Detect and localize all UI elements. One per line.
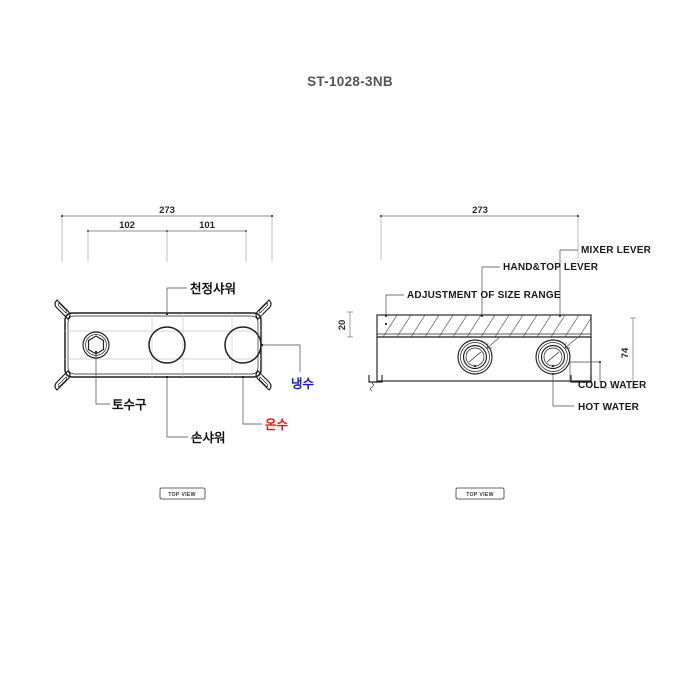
- dimension-20: [347, 311, 353, 338]
- hot-water-outlet-front: [535, 339, 571, 375]
- callout-adjustment-size-range: ADJUSTMENT OF SIZE RANGE: [407, 290, 561, 301]
- mounting-ear-top-left: [54, 299, 71, 320]
- mounting-ear-bottom-left: [54, 370, 71, 391]
- dim-label-102: 102: [119, 220, 135, 231]
- view-tag-label-left: TOP VIEW: [168, 492, 196, 498]
- leader-hand-shower: [165, 375, 188, 438]
- dimension-273-right: [380, 215, 579, 260]
- callout-cold-water-ko: 냉수: [291, 376, 315, 391]
- mounting-ear-top-right: [255, 299, 272, 320]
- right-view-group: [347, 215, 636, 500]
- base-foot-right: [570, 375, 592, 383]
- hot-water-port-plan: [224, 326, 262, 364]
- mounting-ear-bottom-right: [255, 370, 272, 391]
- leader-cold-water-front: [569, 361, 601, 382]
- callout-spout: 토수구: [112, 397, 147, 412]
- dimension-273-left: [61, 215, 273, 262]
- callout-hot-water-en: HOT WATER: [578, 402, 640, 413]
- leader-hot-water-front: [552, 373, 574, 407]
- hand-shower-port: [148, 326, 186, 364]
- leader-hand-top-lever: [481, 266, 500, 317]
- leader-spout: [94, 350, 110, 405]
- construction-lines-plan: [65, 313, 263, 377]
- view-tag-left: [159, 487, 206, 500]
- hand-shower-outlet-front: [457, 339, 493, 375]
- leader-adjustment-size-range: [385, 294, 404, 317]
- page-title: ST-1028-3NB: [307, 74, 393, 89]
- callout-cold-water-en: COLD WATER: [578, 380, 647, 391]
- valve-body-front-outline: [376, 336, 592, 382]
- leader-hot-water-plan: [241, 375, 262, 425]
- top-hatched-band: [376, 314, 592, 338]
- dim-label-74: 74: [620, 347, 631, 358]
- callout-hand-shower: 손샤워: [191, 430, 226, 445]
- dim-label-273-left: 273: [159, 205, 175, 216]
- leader-ceiling-shower: [165, 287, 187, 316]
- leader-cold-water-plan: [260, 343, 301, 372]
- dim-label-101: 101: [199, 220, 216, 231]
- dim-label-20: 20: [337, 320, 348, 331]
- left-view-group: [54, 215, 301, 500]
- leader-mixer-lever: [559, 249, 578, 317]
- valve-body-plan-outline: [64, 312, 262, 378]
- dim-label-273-right: 273: [472, 205, 488, 216]
- view-tag-label-right: TOP VIEW: [466, 492, 494, 498]
- callout-ceiling-shower: 천정샤워: [190, 281, 236, 296]
- dimension-102-101-left: [87, 230, 247, 262]
- callout-mixer-lever: MIXER LEVER: [581, 245, 652, 256]
- callout-hot-water-ko: 온수: [265, 417, 289, 432]
- dimension-74: [600, 317, 636, 389]
- view-tag-right: [455, 487, 505, 500]
- callout-hand-top-lever: HAND&TOP LEVER: [503, 262, 599, 273]
- outlet-arrow-leaders: [486, 337, 578, 349]
- base-foot-left: [368, 375, 383, 392]
